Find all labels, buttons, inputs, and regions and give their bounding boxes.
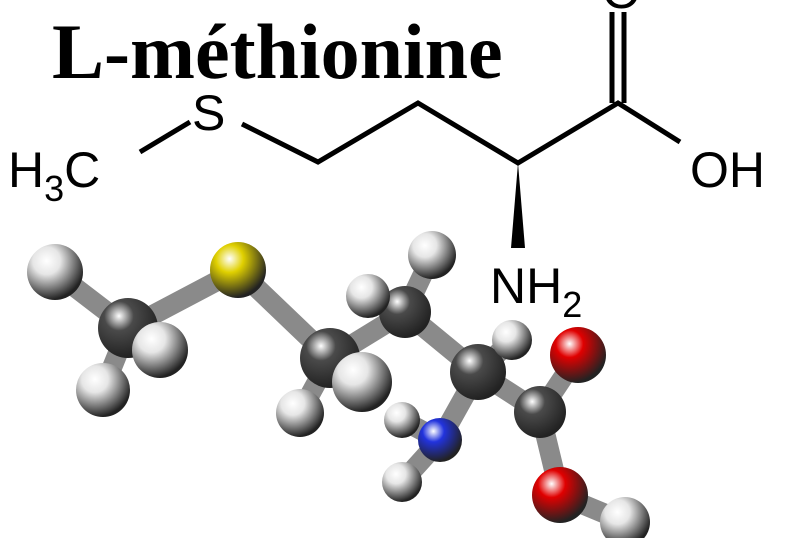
oxygen-atom — [532, 467, 588, 523]
hydroxyl-label: OH — [690, 142, 765, 198]
hydrogen-atom — [408, 231, 456, 279]
methyl-label: H3C — [8, 142, 100, 209]
carbon-chain-bonds — [240, 100, 682, 166]
hydrogen-atom — [332, 352, 392, 412]
bond-methyl-sulfur — [138, 119, 192, 155]
sulfur-atom — [210, 242, 266, 298]
carbonyl-oxygen-label: O — [602, 0, 641, 19]
hydrogen-atom — [600, 497, 650, 538]
hydrogen-atom — [346, 274, 390, 318]
nitrogen-atom — [418, 418, 462, 462]
hydrogen-atom — [76, 363, 130, 417]
model-atoms — [27, 231, 650, 538]
oxygen-atom — [550, 327, 606, 383]
hydrogen-atom — [492, 320, 532, 360]
hydrogen-atom — [382, 462, 422, 502]
sulfur-label: S — [192, 85, 225, 141]
hydrogen-atom — [132, 322, 188, 378]
amine-label: NH2 — [490, 258, 582, 325]
hydrogen-atom — [27, 244, 83, 300]
hydrogen-atom — [384, 402, 420, 438]
carbon-atom — [450, 344, 506, 400]
title: L-méthionine — [52, 8, 503, 95]
hydrogen-atom — [276, 389, 324, 437]
carbon-atom — [514, 386, 566, 438]
wedge-bond — [511, 163, 525, 248]
carbon-atom — [379, 286, 431, 338]
